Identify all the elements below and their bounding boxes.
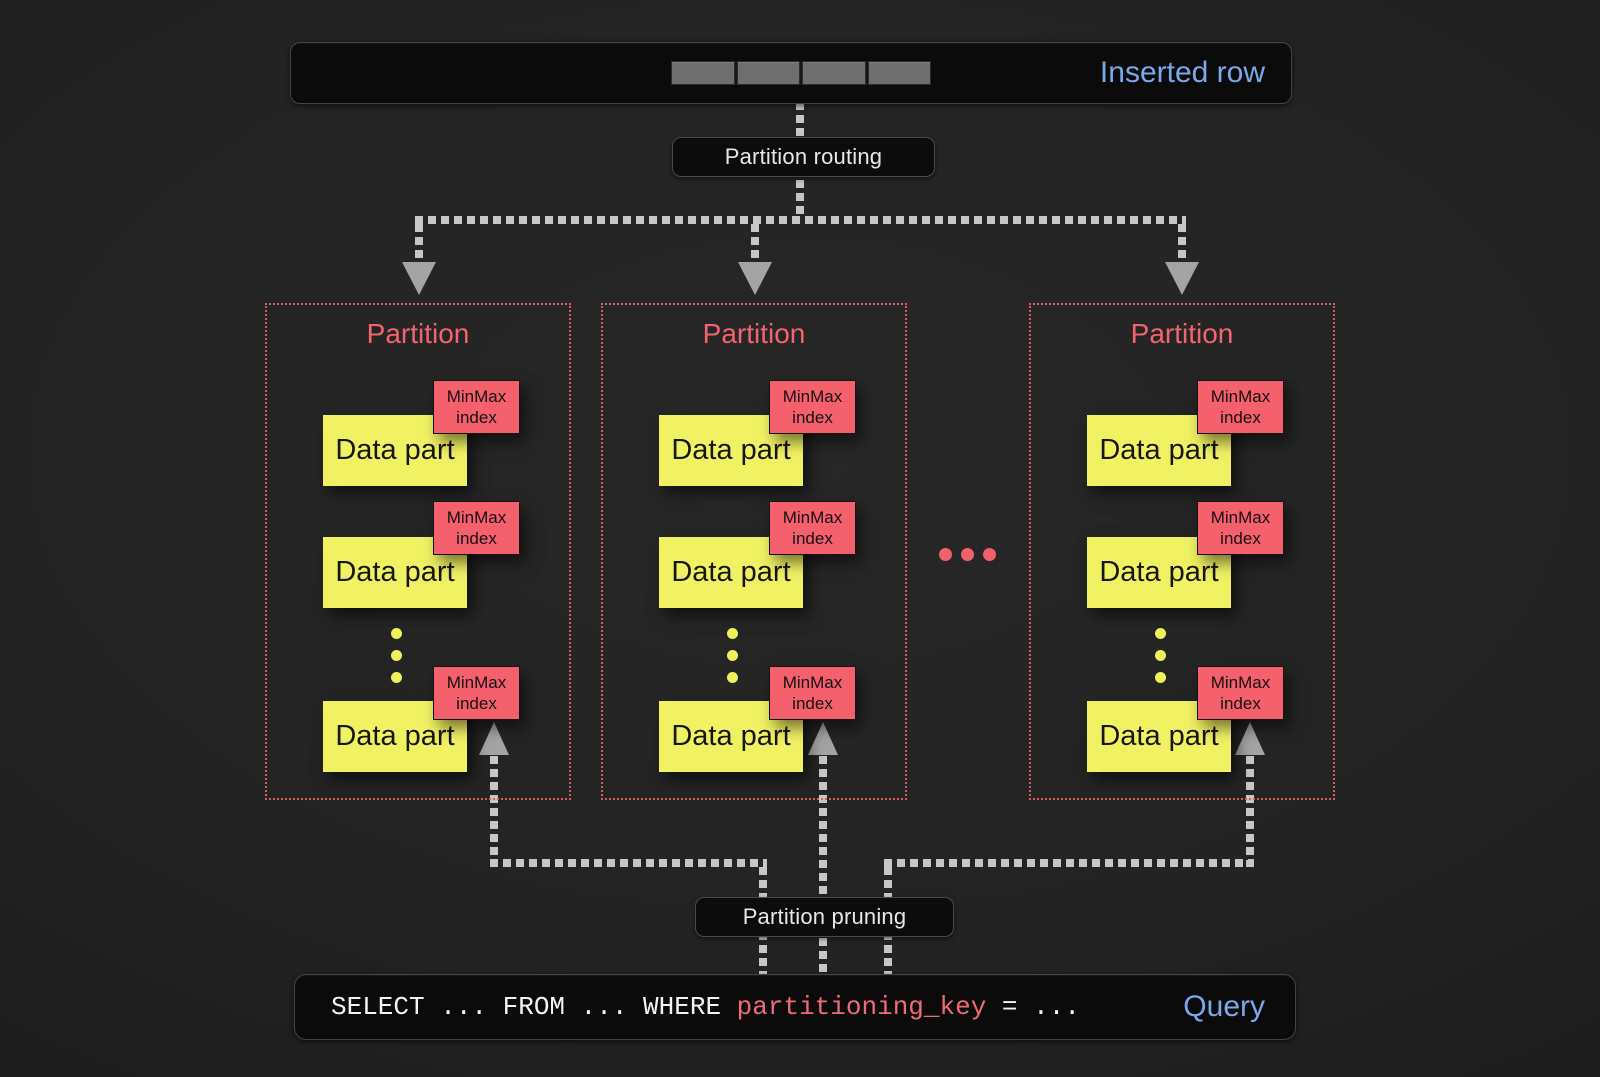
routing-drop-line-3 (1178, 224, 1186, 262)
data-part: Data part (323, 537, 467, 608)
partition-routing-text: Partition routing (724, 144, 883, 169)
data-part-label: Data part (1099, 720, 1219, 752)
ellipsis-dot (939, 548, 952, 561)
row-cell (671, 61, 735, 85)
partition-title: Partition (702, 318, 806, 349)
ellipsis-dot (727, 672, 738, 683)
partition-title: Partition (1130, 318, 1234, 349)
routing-drop-line-1 (415, 224, 423, 262)
more-parts-ellipsis (727, 628, 738, 683)
ellipsis-dot (961, 548, 974, 561)
arrow-up-icon (808, 722, 838, 755)
data-part-label: Data part (1099, 434, 1219, 466)
query-box: SELECT ... FROM ... WHERE partitioning_k… (294, 974, 1296, 1040)
more-parts-ellipsis (391, 628, 402, 683)
minmax-index-label: MinMax index (782, 673, 843, 713)
partition-box-1: Partition Data part MinMax index Data pa… (265, 303, 571, 800)
minmax-index-tag: MinMax index (1197, 380, 1284, 434)
minmax-index-label: MinMax index (782, 508, 843, 548)
inserted-row-cells (671, 61, 931, 85)
query-label: Query (1183, 990, 1265, 1023)
data-part: Data part (1087, 537, 1231, 608)
data-part-label: Data part (335, 434, 455, 466)
ellipsis-dot (727, 628, 738, 639)
arrow-up-icon (479, 722, 509, 755)
minmax-index-tag: MinMax index (769, 501, 856, 555)
routing-branch-line (415, 216, 1186, 224)
pruning-line-up-3 (1246, 756, 1254, 867)
inserted-row-box: Inserted row (290, 42, 1292, 104)
ellipsis-dot (391, 628, 402, 639)
routing-drop-line-2 (751, 224, 759, 262)
sql-text-after: = ... (986, 992, 1080, 1022)
arrow-up-icon (1235, 722, 1265, 755)
partition-routing-label: Partition routing (672, 137, 935, 177)
data-part-label: Data part (671, 720, 791, 752)
arrow-down-icon (402, 262, 436, 295)
minmax-index-label: MinMax index (1210, 387, 1271, 427)
ellipsis-dot (727, 650, 738, 661)
ellipsis-dot (1155, 650, 1166, 661)
pruning-branch-line-right (884, 859, 1254, 867)
ellipsis-dot (391, 650, 402, 661)
ellipsis-dot (1155, 672, 1166, 683)
arrow-down-icon (1165, 262, 1199, 295)
ellipsis-dot (391, 672, 402, 683)
arrow-down-icon (738, 262, 772, 295)
partition-title: Partition (366, 318, 470, 349)
minmax-index-label: MinMax index (446, 508, 507, 548)
sql-text-before: SELECT ... FROM ... WHERE (331, 992, 737, 1022)
data-part-label: Data part (671, 556, 791, 588)
inserted-row-label: Inserted row (1099, 56, 1265, 89)
minmax-index-label: MinMax index (1210, 673, 1271, 713)
row-cell (736, 61, 800, 85)
row-cell (867, 61, 931, 85)
minmax-index-label: MinMax index (446, 387, 507, 427)
ellipsis-dot (983, 548, 996, 561)
pruning-branch-line-left (490, 859, 767, 867)
minmax-index-label: MinMax index (1210, 508, 1271, 548)
minmax-index-tag: MinMax index (1197, 666, 1284, 720)
minmax-index-label: MinMax index (446, 673, 507, 713)
minmax-index-tag: MinMax index (433, 666, 520, 720)
partition-box-2: Partition Data part MinMax index Data pa… (601, 303, 907, 800)
data-part-label: Data part (335, 556, 455, 588)
minmax-index-tag: MinMax index (769, 380, 856, 434)
sql-partitioning-key: partitioning_key (736, 992, 987, 1022)
minmax-index-tag: MinMax index (1197, 501, 1284, 555)
pruning-line-up-2 (819, 756, 827, 974)
minmax-index-tag: MinMax index (433, 380, 520, 434)
row-cell (802, 61, 866, 85)
minmax-index-label: MinMax index (782, 387, 843, 427)
partition-pruning-text: Partition pruning (742, 904, 907, 929)
partition-box-3: Partition Data part MinMax index Data pa… (1029, 303, 1335, 800)
more-parts-ellipsis (1155, 628, 1166, 683)
data-part-label: Data part (671, 434, 791, 466)
minmax-index-tag: MinMax index (433, 501, 520, 555)
pruning-line-up-1 (490, 756, 498, 867)
data-part-label: Data part (1099, 556, 1219, 588)
sql-statement: SELECT ... FROM ... WHERE partitioning_k… (331, 975, 1080, 1039)
ellipsis-dot (1155, 628, 1166, 639)
partition-pruning-label: Partition pruning (695, 897, 954, 937)
minmax-index-tag: MinMax index (769, 666, 856, 720)
more-partitions-ellipsis (939, 548, 996, 561)
data-part-label: Data part (335, 720, 455, 752)
